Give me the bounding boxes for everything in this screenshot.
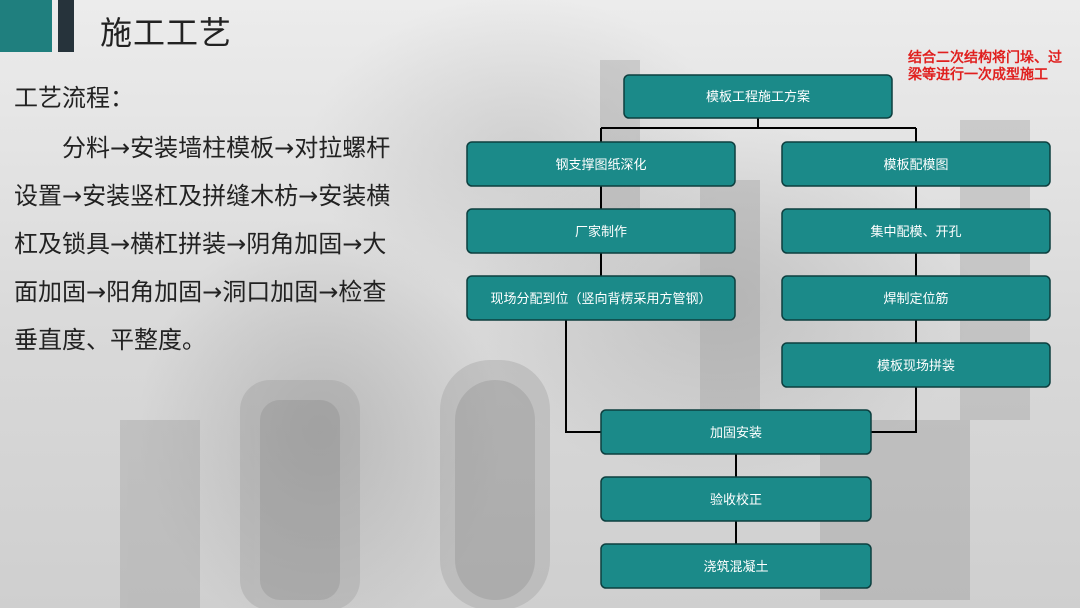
node-plan-label: 模板工程施工方案 (706, 89, 810, 105)
node-steel-support: 钢支撑图纸深化 (466, 141, 736, 187)
node-centralized: 集中配模、开孔 (781, 208, 1051, 254)
node-assembly: 模板现场拼装 (781, 342, 1051, 388)
node-steel-support-label: 钢支撑图纸深化 (555, 158, 646, 173)
node-reinforce-label: 加固安装 (710, 426, 762, 441)
node-reinforce: 加固安装 (600, 409, 872, 455)
node-site-delivery: 现场分配到位（竖向背楞采用方管钢） (466, 275, 736, 321)
node-site-delivery-label: 现场分配到位（竖向背楞采用方管钢） (490, 291, 711, 307)
node-formwork-drawing-label: 模板配模图 (883, 158, 948, 173)
node-formwork-drawing: 模板配模图 (781, 141, 1051, 187)
process-description: 分料→安装墙柱模板→对拉螺杆设置→安装竖杠及拼缝木枋→安装横杠及锁具→横杠拼装→… (14, 134, 391, 354)
connectors (565, 118, 917, 544)
node-centralized-label: 集中配模、开孔 (870, 224, 961, 240)
node-manufacture-label: 厂家制作 (575, 224, 627, 240)
node-assembly-label: 模板现场拼装 (877, 359, 955, 374)
process-heading: 工艺流程： (14, 84, 134, 112)
node-manufacture: 厂家制作 (466, 208, 736, 254)
connector-delivery-reinforce (565, 320, 601, 433)
node-inspection: 验收校正 (600, 476, 872, 522)
title-accent-bar (0, 0, 52, 52)
connector-assembly-reinforce (871, 387, 917, 433)
red-note: 结合二次结构将门垛、过梁等进行一次成型施工 (908, 50, 1062, 83)
title-dark-bar (58, 0, 74, 52)
node-inspection-label: 验收校正 (710, 492, 762, 508)
node-pour: 浇筑混凝土 (600, 543, 872, 589)
node-welding: 焊制定位筋 (781, 275, 1051, 321)
node-pour-label: 浇筑混凝土 (703, 559, 768, 575)
node-welding-label: 焊制定位筋 (883, 291, 948, 307)
node-plan: 模板工程施工方案 (623, 74, 893, 119)
page-title: 施工工艺 (100, 14, 233, 52)
